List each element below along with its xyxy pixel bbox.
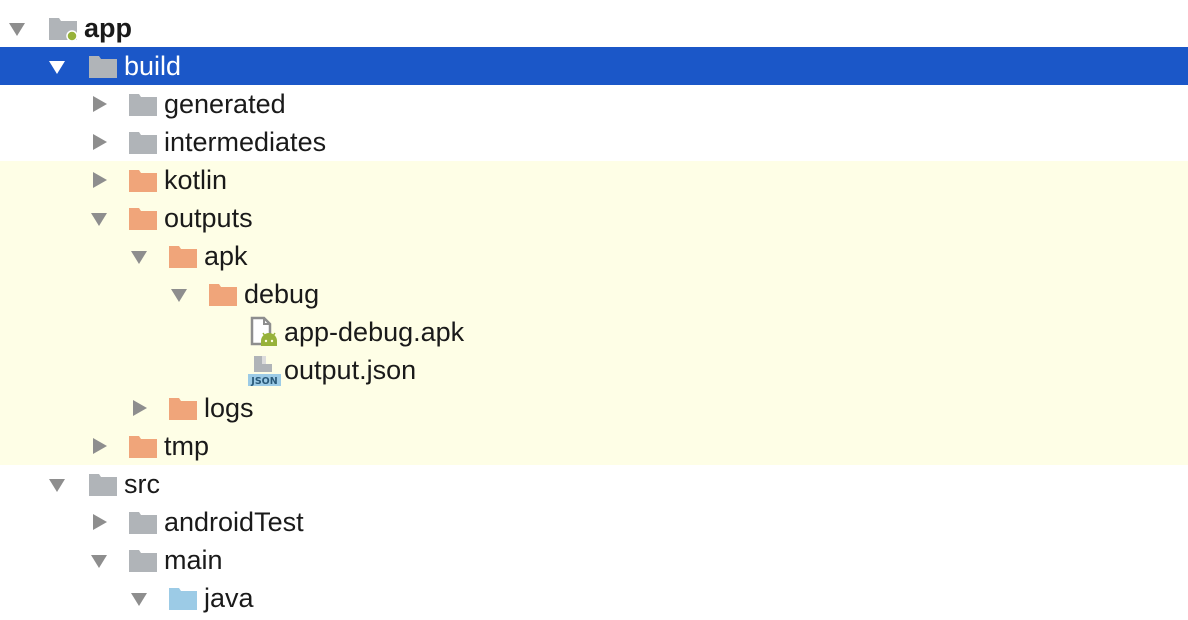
tree-label-tmp: tmp <box>164 431 210 461</box>
tree-label-app: app <box>84 13 133 43</box>
tree-label-debug: debug <box>244 279 320 309</box>
tree-label-src: src <box>124 469 160 499</box>
expanded-arrow-icon[interactable] <box>90 551 108 569</box>
tree-label-main: main <box>164 545 223 575</box>
tree-label-intermediates: intermediates <box>164 127 327 157</box>
apk-file-icon <box>250 316 277 346</box>
json-badge-text: JSON <box>250 376 277 386</box>
collapsed-arrow-icon[interactable] <box>90 171 108 189</box>
tree-row-app[interactable]: app <box>0 9 1188 47</box>
tree-label-outputs: outputs <box>164 203 253 233</box>
excluded-folder-icon <box>129 436 157 458</box>
tree-label-build: build <box>124 51 182 81</box>
collapsed-arrow-icon[interactable] <box>130 399 148 417</box>
tree-label-output-json: output.json <box>284 355 417 385</box>
tree-row-output-json[interactable]: JSON output.json <box>0 351 1188 389</box>
collapsed-arrow-icon[interactable] <box>90 133 108 151</box>
tree-row-build[interactable]: build <box>0 47 1188 85</box>
excluded-folder-icon <box>129 170 157 192</box>
tree-row-generated[interactable]: generated <box>0 85 1188 123</box>
tree-label-app-debug-apk: app-debug.apk <box>284 317 465 347</box>
folder-icon <box>129 512 157 534</box>
tree-row-intermediates[interactable]: intermediates <box>0 123 1188 161</box>
tree-row-src[interactable]: src <box>0 465 1188 503</box>
folder-icon <box>89 474 117 496</box>
folder-icon <box>89 56 117 78</box>
excluded-folder-icon <box>169 398 197 420</box>
tree-label-logs: logs <box>204 393 254 423</box>
expanded-arrow-icon[interactable] <box>8 19 26 37</box>
collapsed-arrow-icon[interactable] <box>90 513 108 531</box>
excluded-folder-icon <box>129 208 157 230</box>
folder-icon <box>129 550 157 572</box>
tree-label-kotlin: kotlin <box>164 165 228 195</box>
excluded-folder-icon <box>209 284 237 306</box>
expanded-arrow-icon[interactable] <box>130 247 148 265</box>
expanded-arrow-icon[interactable] <box>170 285 188 303</box>
tree-row-kotlin[interactable]: kotlin <box>0 161 1188 199</box>
tree-label-generated: generated <box>164 89 286 119</box>
excluded-folder-icon <box>169 246 197 268</box>
tree-row-debug[interactable]: debug <box>0 275 1188 313</box>
folder-icon <box>129 132 157 154</box>
tree-label-apk: apk <box>204 241 248 271</box>
tree-row-clipped: .ea <box>0 0 1188 6</box>
tree-label-java: java <box>204 583 254 613</box>
tree-row-clipped-label: .ea <box>100 0 138 3</box>
tree-row-logs[interactable]: logs <box>0 389 1188 427</box>
expanded-arrow-icon[interactable] <box>48 475 66 493</box>
tree-row-java[interactable]: java <box>0 579 1188 617</box>
collapsed-arrow-icon[interactable] <box>90 95 108 113</box>
tree-row-outputs[interactable]: outputs <box>0 199 1188 237</box>
tree-row-tmp[interactable]: tmp <box>0 427 1188 465</box>
tree-label-androidtest: androidTest <box>164 507 304 537</box>
expanded-arrow-icon[interactable] <box>90 209 108 227</box>
expanded-arrow-icon[interactable] <box>48 57 66 75</box>
tree-row-androidtest[interactable]: androidTest <box>0 503 1188 541</box>
tree-row-main[interactable]: main <box>0 541 1188 579</box>
json-file-icon: JSON <box>248 356 281 386</box>
module-folder-icon <box>49 18 78 41</box>
folder-icon <box>129 94 157 116</box>
collapsed-arrow-icon[interactable] <box>90 437 108 455</box>
tree-row-apk[interactable]: apk <box>0 237 1188 275</box>
expanded-arrow-icon[interactable] <box>130 589 148 607</box>
tree-row-app-debug-apk[interactable]: app-debug.apk <box>0 313 1188 351</box>
source-folder-icon <box>169 588 197 610</box>
